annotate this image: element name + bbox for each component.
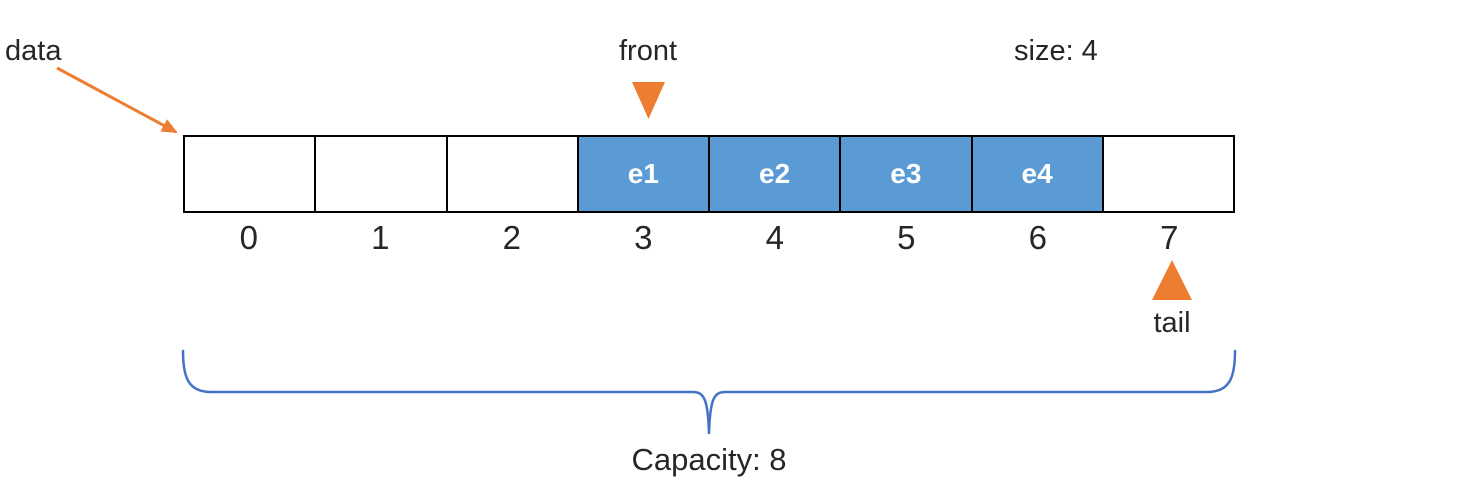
index-label: 2 xyxy=(502,219,521,256)
array-cell xyxy=(1101,137,1233,211)
array-cell: e3 xyxy=(839,137,971,211)
index-label: 0 xyxy=(239,219,258,256)
array-cell: e4 xyxy=(970,137,1102,211)
array-cell: e2 xyxy=(708,137,840,211)
cell-value: e4 xyxy=(1021,158,1053,189)
array-cell xyxy=(445,137,577,211)
array-cell xyxy=(314,137,445,211)
index-label: 6 xyxy=(1028,219,1047,256)
cell-value: e2 xyxy=(759,158,791,189)
data-arrow xyxy=(56,66,178,134)
index-label: 3 xyxy=(634,219,653,256)
index-label: 4 xyxy=(765,219,784,256)
front-label: front xyxy=(618,35,678,67)
index-label: 7 xyxy=(1160,219,1179,256)
index-label: 1 xyxy=(371,219,390,256)
front-pointer-icon xyxy=(632,82,665,119)
size-label: size: 4 xyxy=(1014,35,1098,67)
array-row: e1 e2 e3 e4 xyxy=(183,135,1235,213)
array-cell: e1 xyxy=(576,137,708,211)
data-label: data xyxy=(5,35,62,67)
index-row: 0 1 2 3 4 5 6 7 xyxy=(183,219,1235,257)
tail-label: tail xyxy=(1153,307,1191,339)
capacity-brace-icon xyxy=(181,349,1237,435)
cell-value: e3 xyxy=(890,158,922,189)
index-label: 5 xyxy=(897,219,916,256)
cell-value: e1 xyxy=(627,158,659,189)
array-cell xyxy=(185,137,314,211)
capacity-label: Capacity: 8 xyxy=(631,442,787,477)
tail-pointer-icon xyxy=(1152,260,1192,300)
